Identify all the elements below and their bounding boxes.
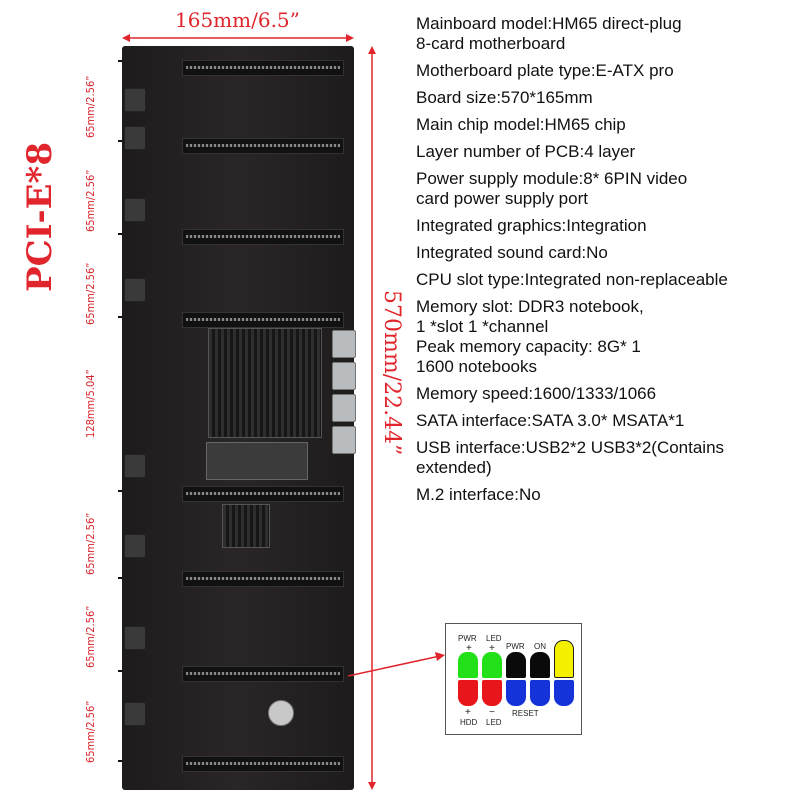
pin-pwr-plus (458, 652, 478, 678)
pcie-slot (182, 756, 344, 772)
spec-line: Main chip model:HM65 chip (416, 115, 626, 134)
board-width-dimension: 165mm/6.5” (175, 8, 300, 32)
legend-label: LED (486, 718, 502, 727)
usb-port (332, 330, 356, 358)
spec-item: Motherboard plate type:E-ATX pro (416, 61, 796, 81)
pin-on (530, 652, 550, 678)
pin-hdd-plus (458, 680, 478, 706)
spec-item: Power supply module:8* 6PIN video card p… (416, 169, 796, 209)
spec-line: 8-card motherboard (416, 34, 566, 53)
usb-port (332, 362, 356, 390)
power-connector (124, 88, 146, 112)
power-connector (124, 626, 146, 650)
slot-spacing-label: 65mm/2.56” (84, 262, 97, 325)
spec-line: Integrated sound card:No (416, 243, 608, 262)
legend-label: LED (486, 634, 502, 643)
front-panel-legend: PWR + LED + PWR ON + HDD − LED RESET (445, 623, 582, 735)
spec-line: Memory slot: DDR3 notebook, (416, 297, 644, 316)
legend-label: RESET (512, 709, 539, 718)
pin-led-minus (482, 680, 502, 706)
spec-line: Memory speed:1600/1333/1066 (416, 384, 657, 403)
slot-spacing-label: 65mm/2.56” (84, 605, 97, 668)
spec-line: Layer number of PCB:4 layer (416, 142, 636, 161)
spec-line: 1 *slot 1 *channel (416, 317, 549, 336)
spec-line: Integrated graphics:Integration (416, 216, 647, 235)
spec-item: Layer number of PCB:4 layer (416, 142, 796, 162)
slot-spacing-label: 65mm/2.56” (84, 169, 97, 232)
spec-line: Motherboard plate type:E-ATX pro (416, 61, 674, 80)
spec-item: Integrated graphics:Integration (416, 216, 796, 236)
spec-line: Board size:570*165mm (416, 88, 593, 107)
legend-label: HDD (460, 718, 478, 727)
spec-item: Integrated sound card:No (416, 243, 796, 263)
height-dimension-arrow (368, 46, 376, 790)
spec-line: 1600 notebooks (416, 357, 537, 376)
spec-item: Main chip model:HM65 chip (416, 115, 796, 135)
power-connector (124, 198, 146, 222)
power-connector (124, 534, 146, 558)
spec-item: M.2 interface:No (416, 485, 796, 505)
pin-reset (506, 680, 526, 706)
pcie-slot (182, 138, 344, 154)
pcie-slot (182, 312, 344, 328)
spec-line: M.2 interface:No (416, 485, 541, 504)
spec-line: card power supply port (416, 189, 588, 208)
spec-item: Mainboard model:HM65 direct-plug 8-card … (416, 14, 796, 54)
legend-pointer-arrow (347, 652, 445, 677)
cpu-heatsink (208, 328, 322, 438)
pin-key-yellow (554, 640, 574, 678)
pcie-slot (182, 666, 344, 682)
slot-spacing-label: 128mm/5.04” (84, 369, 97, 438)
motherboard-image (122, 46, 356, 790)
power-connector (124, 702, 146, 726)
power-connector (124, 278, 146, 302)
spec-item: Memory speed:1600/1333/1066 (416, 384, 796, 404)
spec-line: Mainboard model:HM65 direct-plug (416, 14, 682, 33)
slot-spacing-label: 65mm/2.56” (84, 512, 97, 575)
spec-item: USB interface:USB2*2 USB3*2(Contains ext… (416, 438, 796, 478)
cmos-battery (268, 700, 294, 726)
spec-line: CPU slot type:Integrated non-replaceable (416, 270, 728, 289)
spec-item: CPU slot type:Integrated non-replaceable (416, 270, 796, 290)
legend-label: ON (534, 642, 546, 651)
pcie-slot (182, 571, 344, 587)
pin-pwr (506, 652, 526, 678)
spec-item: SATA interface:SATA 3.0* MSATA*1 (416, 411, 796, 431)
legend-label: + (465, 707, 471, 718)
legend-label: − (489, 707, 495, 718)
pin-blue (554, 680, 574, 706)
legend-label: PWR (506, 642, 525, 651)
memory-slot (206, 442, 308, 480)
width-dimension-arrow (122, 34, 354, 42)
pcie-slot (182, 60, 344, 76)
spec-list: Mainboard model:HM65 direct-plug 8-card … (416, 14, 796, 512)
pcie-slot-count-label: PCI-E*8 (20, 142, 60, 292)
pin-led-plus (482, 652, 502, 678)
spec-item: Board size:570*165mm (416, 88, 796, 108)
spec-line: SATA interface:SATA 3.0* MSATA*1 (416, 411, 685, 430)
pcie-slot (182, 486, 344, 502)
usb-port (332, 394, 356, 422)
spec-line: extended) (416, 458, 492, 477)
legend-label: + (489, 643, 495, 654)
legend-label: PWR (458, 634, 477, 643)
chipset-heatsink (222, 504, 270, 548)
spec-line: Peak memory capacity: 8G* 1 (416, 337, 641, 356)
legend-label: + (466, 643, 472, 654)
power-connector (124, 454, 146, 478)
slot-spacing-label: 65mm/2.56” (84, 700, 97, 763)
pcie-slot (182, 229, 344, 245)
usb-port (332, 426, 356, 454)
power-connector (124, 126, 146, 150)
spec-item: Memory slot: DDR3 notebook, 1 *slot 1 *c… (416, 297, 796, 377)
board-height-dimension: 570mm/22.44” (379, 290, 404, 456)
spec-line: Power supply module:8* 6PIN video (416, 169, 688, 188)
pin-reset (530, 680, 550, 706)
spec-line: USB interface:USB2*2 USB3*2(Contains (416, 438, 725, 457)
slot-spacing-label: 65mm/2.56” (84, 75, 97, 138)
